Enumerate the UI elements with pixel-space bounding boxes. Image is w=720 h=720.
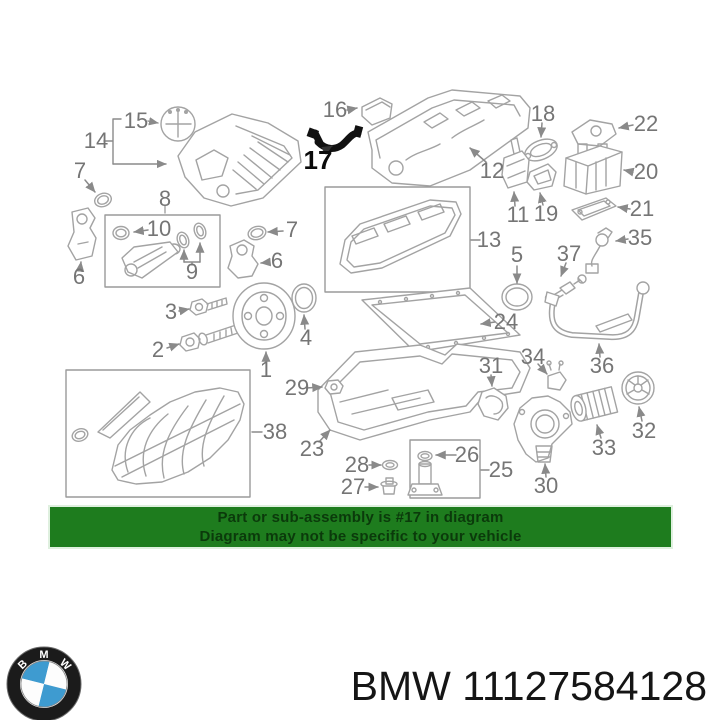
bolt-3-drawing — [189, 297, 228, 316]
guard-31-drawing — [477, 387, 509, 421]
crank-seal-drawing — [291, 283, 317, 313]
part-callout-2: 2 — [151, 337, 165, 362]
logo-letter-m: M — [39, 649, 48, 661]
part-callout-10: 10 — [146, 216, 172, 241]
oring-7-left — [94, 192, 112, 208]
part-callout-18: 18 — [530, 101, 556, 126]
part-callout-12: 12 — [479, 158, 505, 183]
diagram-artwork — [65, 89, 655, 499]
banner-line-1: Part or sub-assembly is #17 in diagram — [217, 508, 504, 526]
seal-5-drawing — [501, 283, 533, 311]
oring-7-right — [247, 225, 267, 241]
part-callout-23: 23 — [299, 436, 325, 461]
part-callout-13: 13 — [476, 227, 502, 252]
part-callout-3: 3 — [164, 299, 178, 324]
part-callout-6: 6 — [270, 248, 284, 273]
housing-20-drawing — [563, 145, 623, 195]
filter-33-drawing — [570, 386, 619, 422]
sensor-box-25-drawing — [407, 439, 490, 499]
part-callout-7: 7 — [73, 158, 87, 183]
cap-32-drawing — [621, 371, 655, 405]
sensor-6-left — [67, 207, 97, 261]
ring-28-drawing — [381, 459, 399, 471]
bmw-roundel-quadrants — [20, 660, 68, 708]
highlight-banner: Part or sub-assembly is #17 in diagram D… — [48, 505, 673, 549]
part-callout-31: 31 — [478, 353, 504, 378]
part-callout-35: 35 — [627, 225, 653, 250]
part-callout-28: 28 — [344, 452, 370, 477]
part-callout-33: 33 — [591, 435, 617, 460]
bmw-logo: B M W — [6, 646, 82, 720]
part-callout-34: 34 — [520, 344, 546, 369]
gasket-box-13-drawing — [324, 186, 481, 293]
vanos-box-drawing — [104, 205, 221, 288]
part-callout-7: 7 — [285, 217, 299, 242]
part-callout-20: 20 — [633, 159, 659, 184]
bracket-14-15 — [103, 117, 167, 169]
part-callout-24: 24 — [493, 309, 519, 334]
part-callout-30: 30 — [533, 473, 559, 498]
part-callout-4: 4 — [299, 325, 313, 350]
valve-cover-drawing — [367, 89, 531, 187]
part-callout-37: 37 — [556, 241, 582, 266]
part-callout-5: 5 — [510, 242, 524, 267]
plate-21-drawing — [571, 197, 617, 221]
part-34-drawing — [546, 360, 567, 391]
part-callout-27: 27 — [340, 474, 366, 499]
bolt-2-drawing — [179, 324, 239, 352]
oil-pan-drawing — [317, 343, 531, 441]
sensor-6-right — [227, 239, 259, 279]
part-callout-29: 29 — [284, 375, 310, 400]
part-callout-6: 6 — [72, 264, 86, 289]
pulley-drawing — [232, 282, 296, 350]
part-callout-22: 22 — [633, 111, 659, 136]
oil-pan-gasket-drawing — [361, 287, 521, 353]
part-callout-16: 16 — [322, 97, 348, 122]
filler-cap-drawing — [361, 97, 393, 126]
part-callout-11: 11 — [506, 202, 530, 227]
part-callout-14: 14 — [83, 128, 109, 153]
part-callout-21: 21 — [629, 196, 655, 221]
product-part-number: BMW 11127584128 — [350, 663, 707, 709]
part-callout-17: 17 — [303, 145, 333, 175]
part-callout-25: 25 — [488, 457, 514, 482]
filter-housing-30-drawing — [513, 395, 573, 463]
part-callout-15: 15 — [123, 108, 149, 133]
part-callout-36: 36 — [589, 353, 615, 378]
part-callout-19: 19 — [533, 201, 559, 226]
banner-line-2: Diagram may not be specific to your vehi… — [199, 527, 522, 545]
drain-plug-27-drawing — [380, 477, 398, 495]
part-callout-1: 1 — [259, 357, 273, 382]
part-29-drawing — [324, 379, 344, 395]
part-callout-9: 9 — [185, 259, 199, 284]
dipstick-tube-drawing — [544, 281, 650, 341]
sensor-35-drawing — [585, 227, 613, 274]
part-callout-38: 38 — [262, 419, 288, 444]
part-callout-32: 32 — [631, 418, 657, 443]
part-callout-26: 26 — [454, 442, 480, 467]
part-callout-8: 8 — [158, 186, 172, 211]
arrow-17 — [321, 145, 333, 155]
emblem-drawing — [160, 106, 196, 142]
cover-19-drawing — [526, 163, 557, 191]
engine-cover-drawing — [177, 113, 302, 207]
intake-box-38-drawing — [65, 369, 263, 498]
